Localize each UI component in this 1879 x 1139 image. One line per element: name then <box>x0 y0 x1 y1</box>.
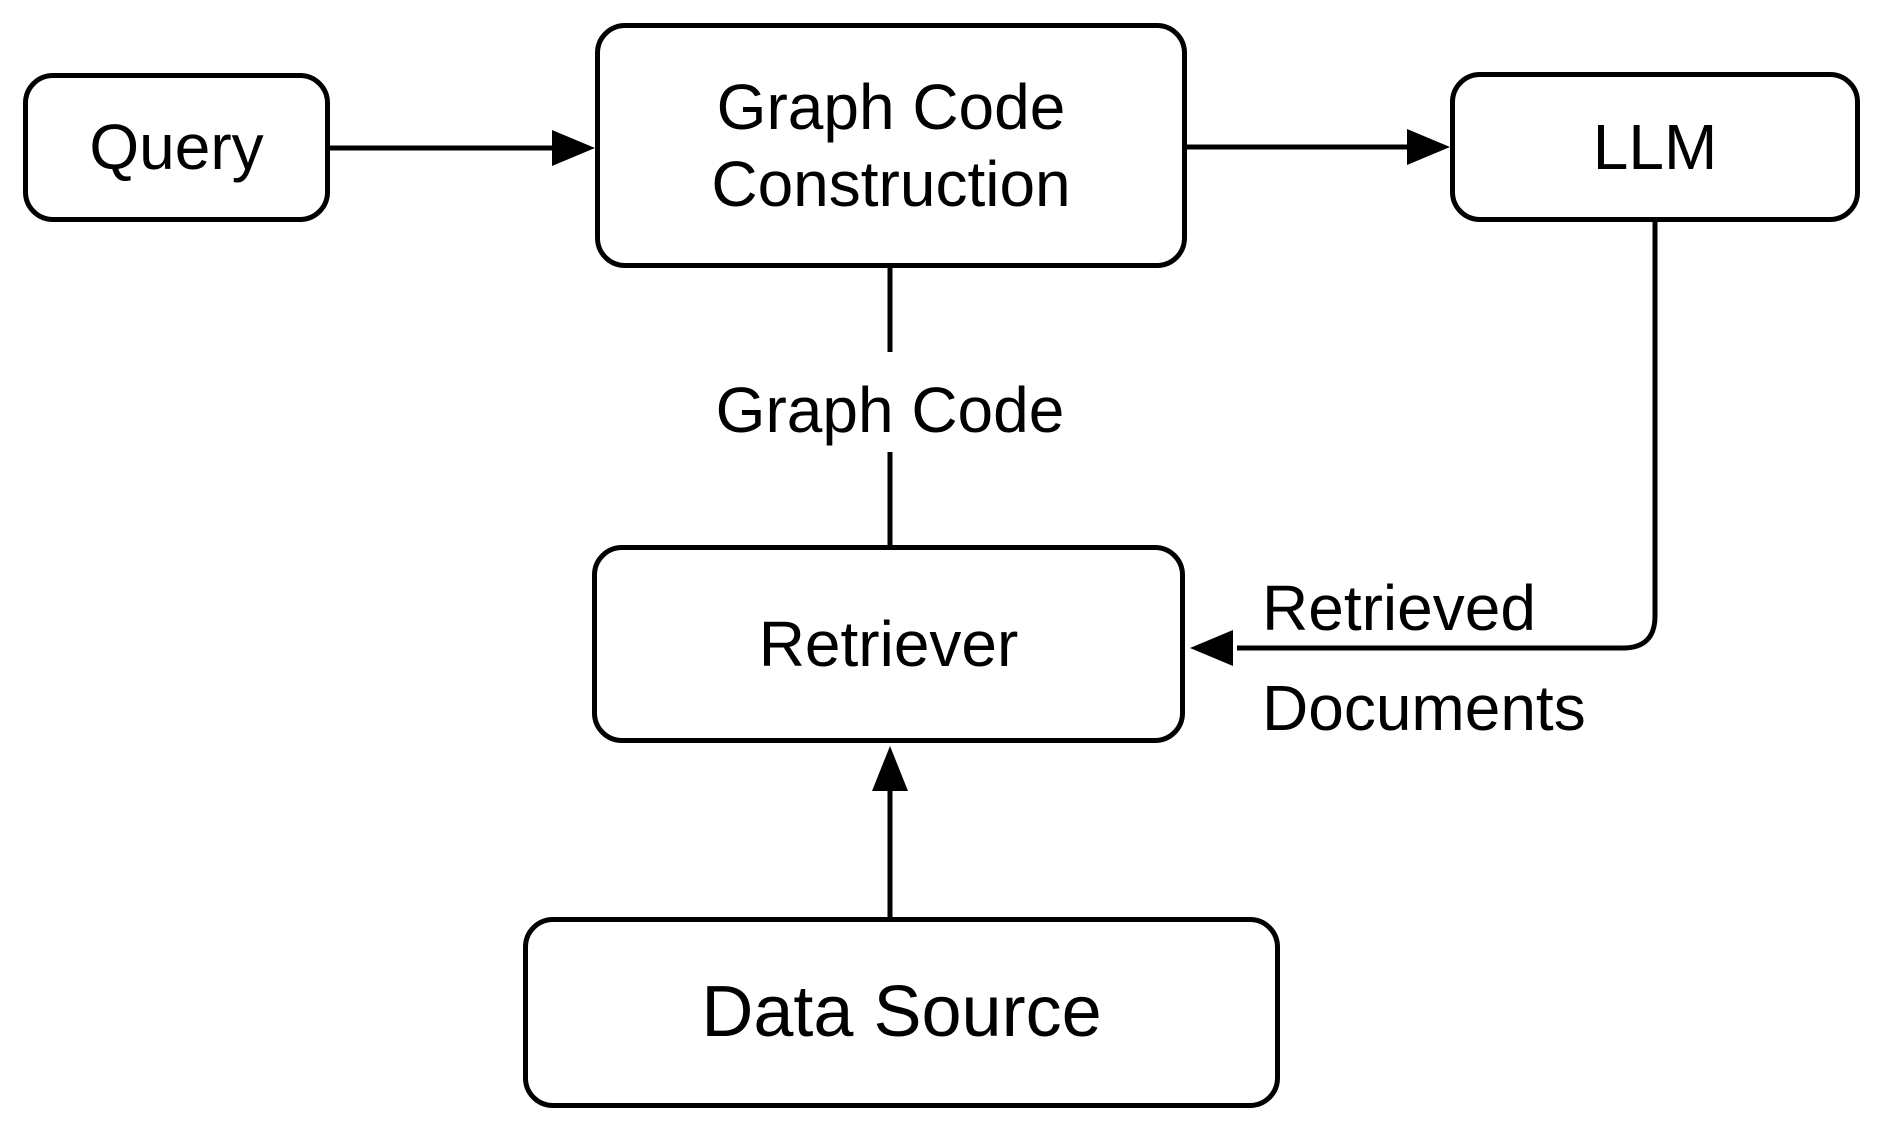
arrow-llm-to-retriever-head <box>1190 630 1233 666</box>
arrow-llm-to-retriever-line <box>1237 222 1658 651</box>
retriever-node-label: Retriever <box>758 607 1019 680</box>
graph-code-construction-node: Graph Code Construction <box>595 23 1187 268</box>
llm-node: LLM <box>1450 72 1860 222</box>
edge-label-graph-code: Graph Code <box>715 374 1065 446</box>
retriever-node: Retriever <box>592 545 1185 743</box>
data-source-node-label: Data Source <box>701 972 1102 1053</box>
llm-node-label: LLM <box>1592 110 1718 183</box>
arrow-datasource-to-retriever-head <box>872 746 908 791</box>
edge-label-retrieved-documents: Retrieved Documents <box>1262 572 1586 744</box>
query-node: Query <box>23 73 330 222</box>
arrow-construction-to-llm-head <box>1407 129 1450 165</box>
query-node-label: Query <box>89 111 264 184</box>
data-source-node: Data Source <box>523 917 1280 1108</box>
arrow-query-to-construction-head <box>552 130 595 166</box>
graph-code-construction-node-label: Graph Code Construction <box>711 70 1071 220</box>
